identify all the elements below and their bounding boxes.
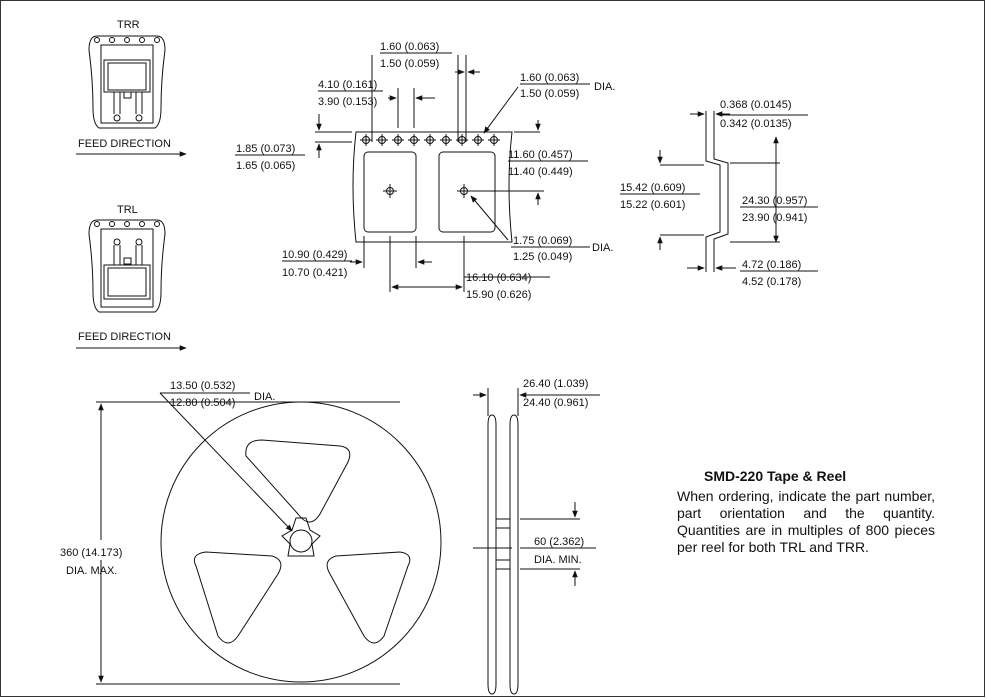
edge-min: 1.65 (0.065) — [236, 160, 295, 172]
pitch-max: 4.10 (0.161) — [318, 79, 377, 91]
reel-side-view — [473, 388, 600, 695]
pocket-pitch-max: 16.10 (0.634) — [466, 272, 531, 284]
inner-min: 15.22 (0.601) — [620, 199, 685, 211]
trr-feed-direction: FEED DIRECTION — [78, 138, 171, 150]
hole-dia-min: 1.50 (0.059) — [520, 88, 579, 100]
info-body: When ordering, indicate the part number,… — [677, 488, 935, 555]
pocket-hole-min: 1.25 (0.049) — [513, 251, 572, 263]
pocket-pitch-min: 15.90 (0.626) — [466, 289, 531, 301]
pocket-hole-max: 1.75 (0.069) — [513, 235, 572, 247]
ordering-info: SMD-220 Tape & Reel When ordering, indic… — [677, 468, 935, 556]
trl-feed-direction: FEED DIRECTION — [78, 331, 171, 343]
hub-max: 13.50 (0.532) — [170, 380, 235, 392]
outer-min: 23.90 (0.941) — [742, 212, 807, 224]
trl-label: TRL — [117, 204, 138, 216]
reel-diameter-line2: DIA. MAX. — [66, 565, 117, 577]
carrier-tape-profile — [620, 111, 818, 272]
width-a-min: 11.40 (0.449) — [508, 166, 573, 178]
inner-max: 15.42 (0.609) — [620, 182, 685, 194]
carrier-tape-top-view — [235, 52, 590, 292]
hole-dia-suffix: DIA. — [594, 81, 615, 93]
reel-diameter-line1: 360 (14.173) — [60, 547, 122, 559]
hub-min: 12.80 (0.504) — [170, 397, 235, 409]
reel-width-max: 26.40 (1.039) — [523, 378, 588, 390]
pocket-hole-suffix: DIA. — [592, 242, 613, 254]
trl-carrier-icon — [88, 219, 166, 313]
reel-front-view — [96, 392, 442, 685]
info-title: SMD-220 Tape & Reel — [704, 468, 847, 484]
hub-suffix: DIA. — [254, 391, 275, 403]
hole-dia-max: 1.60 (0.063) — [520, 72, 579, 84]
core-line2: DIA. MIN. — [534, 554, 582, 566]
depth-min: 4.52 (0.178) — [742, 276, 801, 288]
depth-max: 4.72 (0.186) — [742, 259, 801, 271]
reel-width-min: 24.40 (0.961) — [523, 397, 588, 409]
pocket-width-min: 10.70 (0.421) — [282, 267, 347, 279]
pocket-width-max: 10.90 (0.429) — [282, 249, 347, 261]
trr-carrier-icon — [88, 35, 166, 129]
pitch-min: 3.90 (0.153) — [318, 96, 377, 108]
hole-pitch-min: 1.50 (0.059) — [380, 58, 439, 70]
width-a-max: 11.60 (0.457) — [508, 149, 573, 161]
edge-max: 1.85 (0.073) — [236, 143, 295, 155]
outer-max: 24.30 (0.957) — [742, 195, 807, 207]
core-line1: 60 (2.362) — [534, 536, 584, 548]
thick-min: 0.342 (0.0135) — [720, 118, 792, 130]
hole-pitch-max: 1.60 (0.063) — [380, 41, 439, 53]
trr-label: TRR — [117, 19, 140, 31]
thick-max: 0.368 (0.0145) — [720, 99, 792, 111]
